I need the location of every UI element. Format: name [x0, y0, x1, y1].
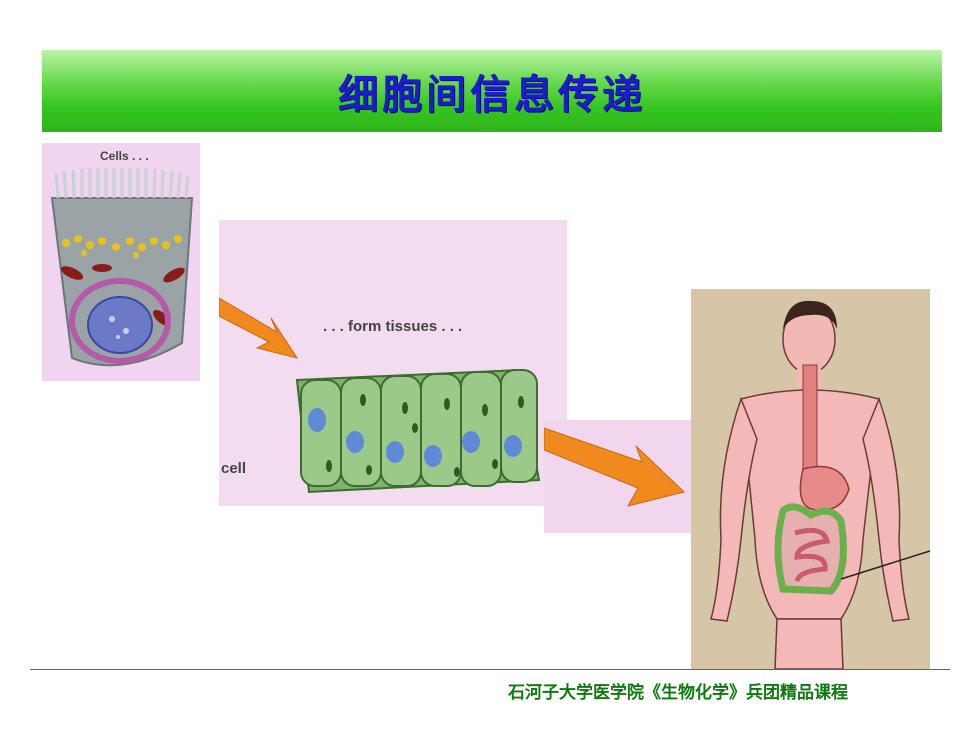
large-intestine-shape	[774, 503, 847, 595]
small-intestine-shape	[794, 527, 831, 582]
arrow-right-icon	[544, 427, 685, 507]
footer-divider	[30, 669, 950, 670]
er-ring-shape	[69, 278, 171, 364]
tissue-illustration: . . . form tissues . . . cell	[219, 220, 567, 506]
left-arm-shape	[710, 396, 758, 622]
microvilli-shape	[54, 167, 190, 199]
cells-label: Cells . . .	[100, 149, 149, 163]
arrow-icon	[219, 297, 299, 359]
granules-shape	[62, 235, 182, 258]
arrow-panel	[544, 420, 694, 533]
human-body-illustration	[691, 289, 930, 669]
page-title: 细胞间信息传递	[338, 72, 646, 118]
tissues-label: . . . form tissues . . .	[323, 318, 463, 335]
tissue-block-shape	[295, 368, 541, 494]
pointer-line-shape	[840, 550, 930, 580]
cell-label: cell	[221, 460, 247, 477]
hair-shape	[783, 300, 837, 329]
cell-illustration: Cells . . .	[42, 143, 200, 381]
footer-credit: 石河子大学医学院《生物化学》兵团精品课程	[508, 683, 848, 703]
esophagus-shape	[802, 364, 818, 480]
stomach-shape	[799, 465, 850, 511]
right-arm-shape	[862, 396, 910, 622]
legs-shape	[774, 618, 844, 669]
title-bar: 细胞间信息传递	[42, 50, 942, 132]
nucleus-shape	[87, 296, 153, 354]
